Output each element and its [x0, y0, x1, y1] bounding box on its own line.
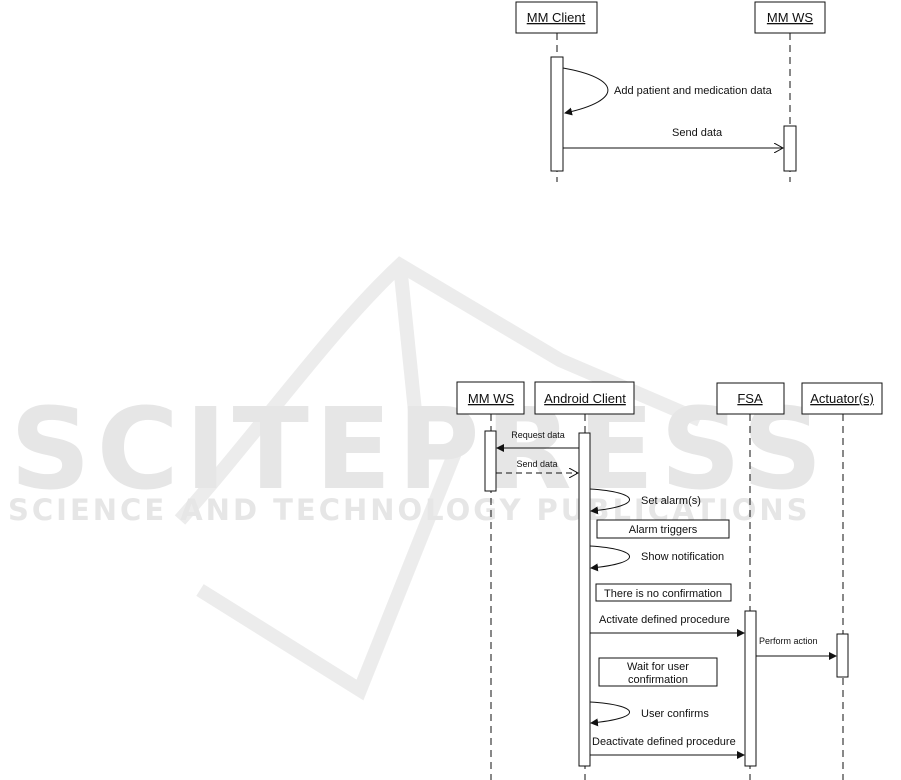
note-text: confirmation [628, 674, 688, 686]
self-message-arrow [589, 488, 630, 515]
message-label: Request data [511, 430, 565, 440]
watermark: SCITEPRESS SCIENCE AND TECHNOLOGY PUBLIC… [8, 256, 829, 701]
message-label: Send data [672, 127, 723, 139]
message-label: Show notification [641, 551, 724, 563]
note-text: There is no confirmation [604, 588, 722, 600]
participant-actuators [801, 382, 883, 415]
participant-label: MM Client [527, 10, 586, 25]
activation-bar [836, 633, 849, 678]
participant-label: FSA [737, 391, 763, 406]
participant-mm-ws [456, 381, 525, 415]
participant-label: MM WS [468, 391, 515, 406]
message-label: Add patient and medication data [614, 85, 773, 97]
activation-bar [578, 432, 591, 767]
message-label: Send data [516, 459, 557, 469]
message-label: Activate defined procedure [599, 614, 730, 626]
note-text: Alarm triggers [629, 524, 698, 536]
note-box [595, 583, 732, 602]
diagram-android-alarm: MM WS Android Client FSA Actuator(s) Req… [456, 381, 883, 780]
watermark-title: SCITEPRESS [10, 385, 829, 515]
activation-bar [550, 56, 564, 172]
message-label: Deactivate defined procedure [592, 736, 736, 748]
participant-fsa [716, 382, 785, 415]
self-message-arrow [589, 701, 630, 727]
note-text: Wait for user [627, 661, 689, 673]
activation-bar [744, 610, 757, 767]
activation-bar [783, 125, 797, 172]
activation-bar [484, 430, 497, 492]
participant-mm-ws [754, 1, 826, 34]
message-label: Perform action [759, 636, 818, 646]
participant-label: Android Client [544, 391, 626, 406]
diagram-mm-client-upload: MM Client MM WS Add patient and medicati… [515, 1, 826, 182]
participant-mm-client [515, 1, 598, 34]
book-logo-icon [174, 256, 703, 701]
participant-label: Actuator(s) [810, 391, 874, 406]
note-box [598, 657, 718, 687]
self-message-arrow [562, 67, 609, 116]
message-label: User confirms [641, 708, 709, 720]
message-label: Set alarm(s) [641, 495, 701, 507]
participant-android-client [534, 381, 635, 415]
self-message-arrow [589, 545, 630, 572]
note-box [596, 519, 730, 539]
participant-label: MM WS [767, 10, 814, 25]
